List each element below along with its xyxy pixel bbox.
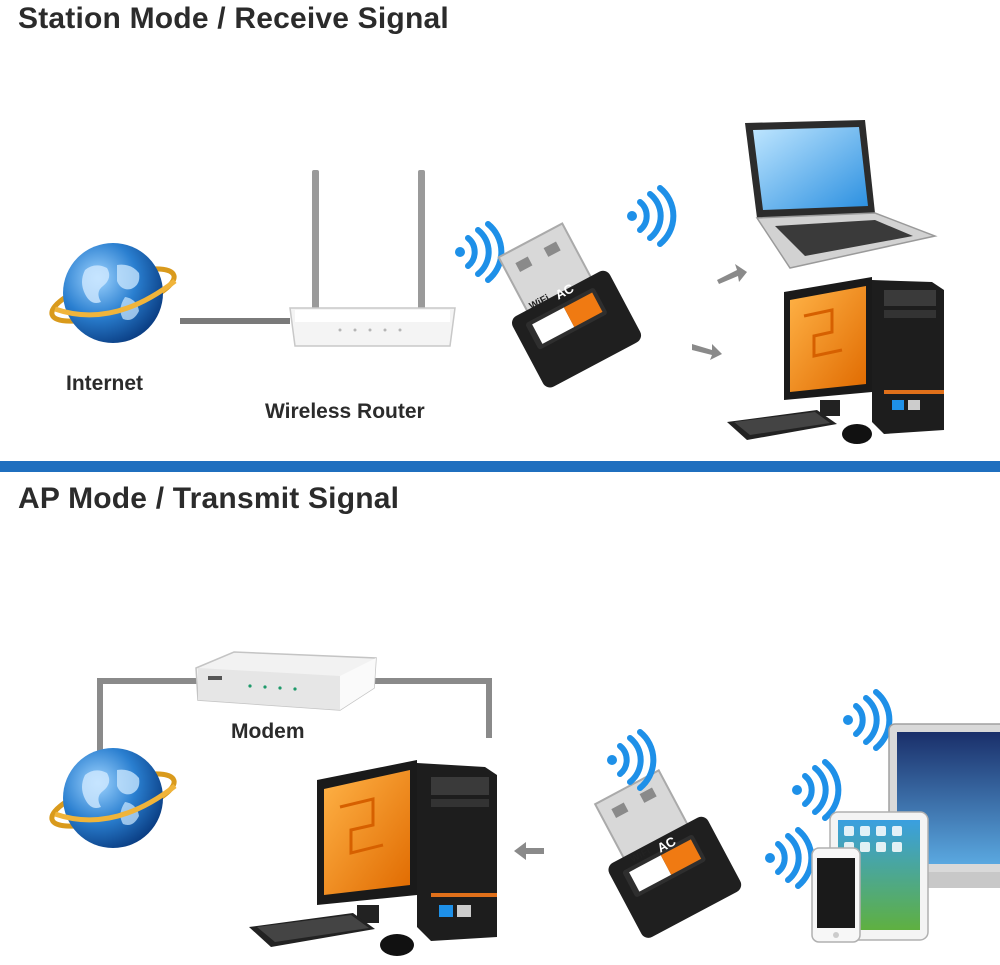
- wifi-signal-icon: [455, 221, 505, 283]
- laptop-icon: [745, 120, 938, 269]
- arrow-icon: [717, 264, 747, 284]
- desktop-pc-icon: [727, 277, 944, 444]
- station-mode-heading: Station Mode / Receive Signal: [18, 2, 449, 35]
- wireless-router-label: Wireless Router: [265, 400, 425, 423]
- ap-mode-heading: AP Mode / Transmit Signal: [18, 482, 400, 515]
- usb-adapter-icon: [497, 222, 642, 388]
- cable-line: [370, 678, 492, 684]
- globe-icon: [49, 748, 177, 848]
- section-divider: [0, 461, 1000, 472]
- arrow-icon: [514, 842, 544, 860]
- globe-icon: [49, 243, 177, 343]
- cable-line: [97, 678, 103, 758]
- internet-label: Internet: [66, 372, 144, 395]
- wifi-signal-icon: [607, 729, 657, 791]
- cable-line: [486, 678, 492, 738]
- wifi-signal-icon: [843, 689, 893, 751]
- cable-line: [97, 678, 197, 684]
- wifi-signal-icon: [627, 185, 677, 247]
- phone-icon: [811, 847, 861, 943]
- arrow-icon: [692, 344, 722, 360]
- usb-adapter-icon: [593, 768, 742, 938]
- wifi-signal-icon: [765, 827, 815, 889]
- cable-line: [180, 318, 290, 324]
- modem-icon: [195, 651, 377, 711]
- wifi-signal-icon: [792, 759, 842, 821]
- desktop-pc-icon: [249, 760, 497, 956]
- router-icon: [289, 170, 456, 347]
- modem-label: Modem: [231, 720, 305, 743]
